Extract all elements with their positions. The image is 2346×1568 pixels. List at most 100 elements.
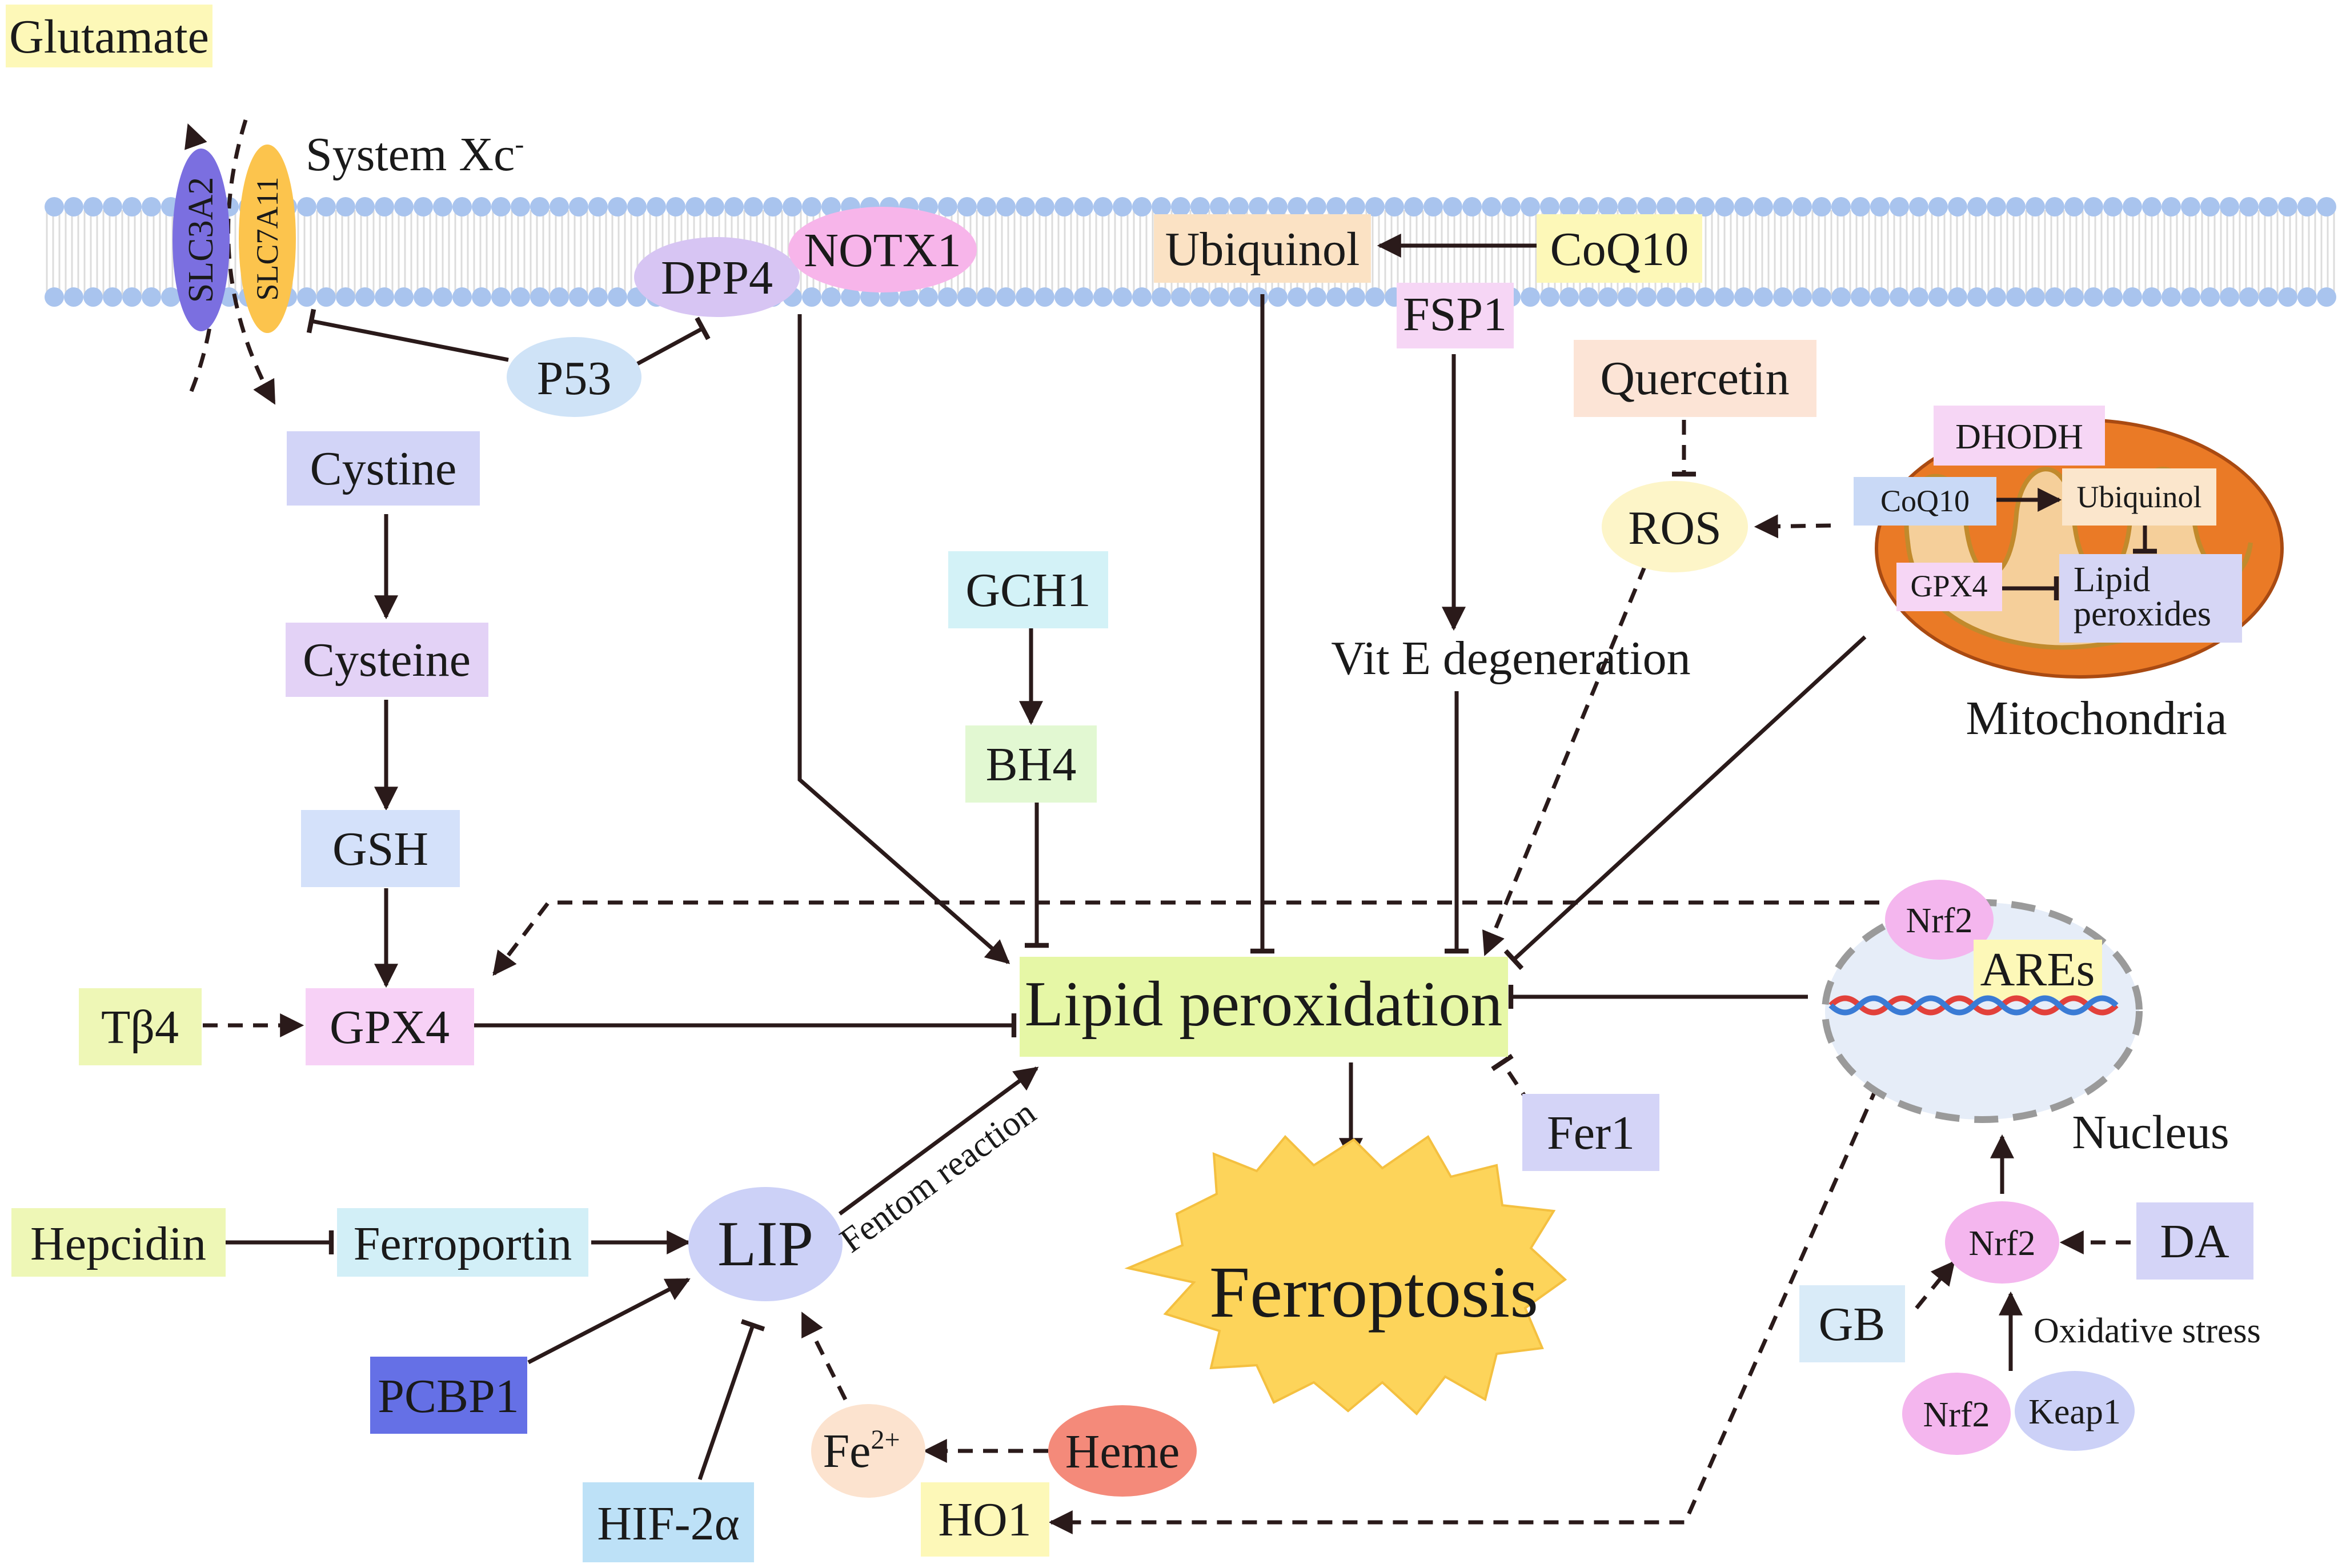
coq10-box (1537, 214, 1702, 283)
cystine-label: Cystine (310, 442, 457, 495)
hepcidin-node: Hepcidin (11, 1208, 226, 1277)
membrane-head-bead (1637, 287, 1657, 307)
membrane-head-bead (1074, 287, 1093, 307)
membrane-head-bead (1676, 197, 1695, 216)
membrane-head-bead (161, 287, 181, 307)
membrane-head-bead (316, 197, 336, 216)
gb-label: GB (1819, 1298, 1886, 1351)
membrane-head-bead (1773, 287, 1792, 307)
slc7a11-protein (239, 145, 296, 333)
nucleus: Nucleus Nrf2 AREs (1822, 880, 2229, 1159)
membrane-head-bead (1074, 197, 1093, 216)
membrane-head-bead (996, 287, 1016, 307)
membrane-head-bead (1093, 287, 1113, 307)
membrane-head-bead (1890, 197, 1909, 216)
membrane-head-bead (1016, 197, 1035, 216)
membrane-head-bead (414, 197, 433, 216)
lip-to-lipid-peroxidation-arrow (838, 1066, 1039, 1216)
membrane-head-bead (550, 287, 569, 307)
nucleus-nrf2-label: Nrf2 (1906, 901, 1972, 940)
membrane-head-bead (627, 197, 647, 216)
membrane-head-bead (64, 287, 83, 307)
membrane-head-bead (821, 287, 841, 307)
dna-strand (1828, 995, 2119, 1016)
membrane-head-bead (83, 287, 103, 307)
membrane-head-bead (1657, 197, 1676, 216)
membrane-head-bead (1016, 287, 1035, 307)
ho1-node: HO1 (921, 1482, 1049, 1557)
fer1-node: Fer1 (1522, 1094, 1659, 1171)
bh4-box (965, 725, 1097, 803)
membrane-head-bead (316, 287, 336, 307)
membrane-head-bead (1540, 287, 1559, 307)
gpx4-node: GPX4 (306, 988, 474, 1065)
membrane-head-bead (1268, 287, 1288, 307)
membrane-head-bead (142, 197, 161, 216)
membrane-head-bead (1288, 197, 1307, 216)
membrane-head-bead (1307, 287, 1326, 307)
mito-coq10-label: CoQ10 (1880, 484, 1970, 518)
membrane-head-bead (2123, 287, 2142, 307)
membrane-head-bead (2317, 287, 2336, 307)
membrane-head-bead (1559, 287, 1579, 307)
membrane-head-bead (1870, 197, 1890, 216)
membrane-head-bead (1715, 197, 1734, 216)
hif2a-node: HIF-2α (583, 1482, 754, 1562)
membrane-head-bead (2259, 287, 2278, 307)
system-xc-label: System Xc- (306, 128, 524, 181)
membrane-head-bead (1909, 287, 1928, 307)
membrane-head-bead (569, 197, 588, 216)
membrane-head-bead (433, 197, 452, 216)
quercetin-box (1574, 340, 1816, 417)
membrane-head-bead (1831, 197, 1851, 216)
lipid-peroxidation-box (1020, 957, 1508, 1057)
membrane-head-bead (2317, 197, 2336, 216)
oxidative-stress-label: Oxidative stress (2034, 1312, 2261, 1350)
lip-label: LIP (717, 1209, 813, 1280)
membrane-head-bead (2026, 197, 2045, 216)
membrane-head-bead (2220, 197, 2239, 216)
membrane-head-bead (1792, 287, 1812, 307)
membrane-head-bead (45, 197, 64, 216)
p53-inhibits-dpp4 (633, 316, 711, 368)
membrane-head-bead (1598, 197, 1618, 216)
membrane-head-bead (1598, 287, 1618, 307)
membrane-head-bead (530, 197, 550, 216)
bound-nrf2-label: Nrf2 (1923, 1395, 1990, 1434)
membrane-head-bead (821, 197, 841, 216)
nrf2-ellipse (1945, 1201, 2059, 1284)
membrane-head-bead (1987, 287, 2006, 307)
membrane-head-bead (1288, 287, 1307, 307)
membrane-head-bead (1443, 197, 1462, 216)
heme-ellipse (1048, 1405, 1197, 1497)
membrane-head-bead (142, 287, 161, 307)
membrane-head-bead (2084, 287, 2103, 307)
nucleus-label: Nucleus (2072, 1106, 2229, 1159)
membrane-head-bead (103, 197, 122, 216)
da-label: DA (2160, 1215, 2229, 1268)
bh4-label: BH4 (986, 738, 1077, 791)
fe-label: Fe2+ (823, 1425, 900, 1478)
membrane-head-bead (491, 197, 511, 216)
membrane-head-bead (2064, 287, 2084, 307)
ares-box (1974, 940, 2102, 1000)
notx1-node: NOTX1 (788, 207, 977, 292)
membrane-head-bead (1676, 287, 1695, 307)
membrane-head-bead (608, 287, 627, 307)
tb4-box (79, 988, 202, 1065)
membrane-head-bead (2026, 287, 2045, 307)
membrane-head-bead (685, 197, 705, 216)
membrane-head-bead (2278, 287, 2297, 307)
membrane-head-bead (2181, 287, 2200, 307)
da-box (2136, 1202, 2253, 1280)
membrane-head-bead (2181, 197, 2200, 216)
fe-node: Fe2+ (811, 1404, 925, 1498)
ferroportin-node: Ferroportin (337, 1208, 588, 1277)
membrane-head-bead (1773, 197, 1792, 216)
membrane-head-bead (1365, 287, 1385, 307)
lip-node: LIP (688, 1187, 843, 1301)
system-xc-transporter: SLC3A2 SLC7A11 System Xc- (173, 128, 524, 333)
gsh-label: GSH (332, 823, 428, 876)
ubiquinol-node: Ubiquinol (1154, 214, 1371, 283)
fer1-box (1522, 1094, 1659, 1171)
